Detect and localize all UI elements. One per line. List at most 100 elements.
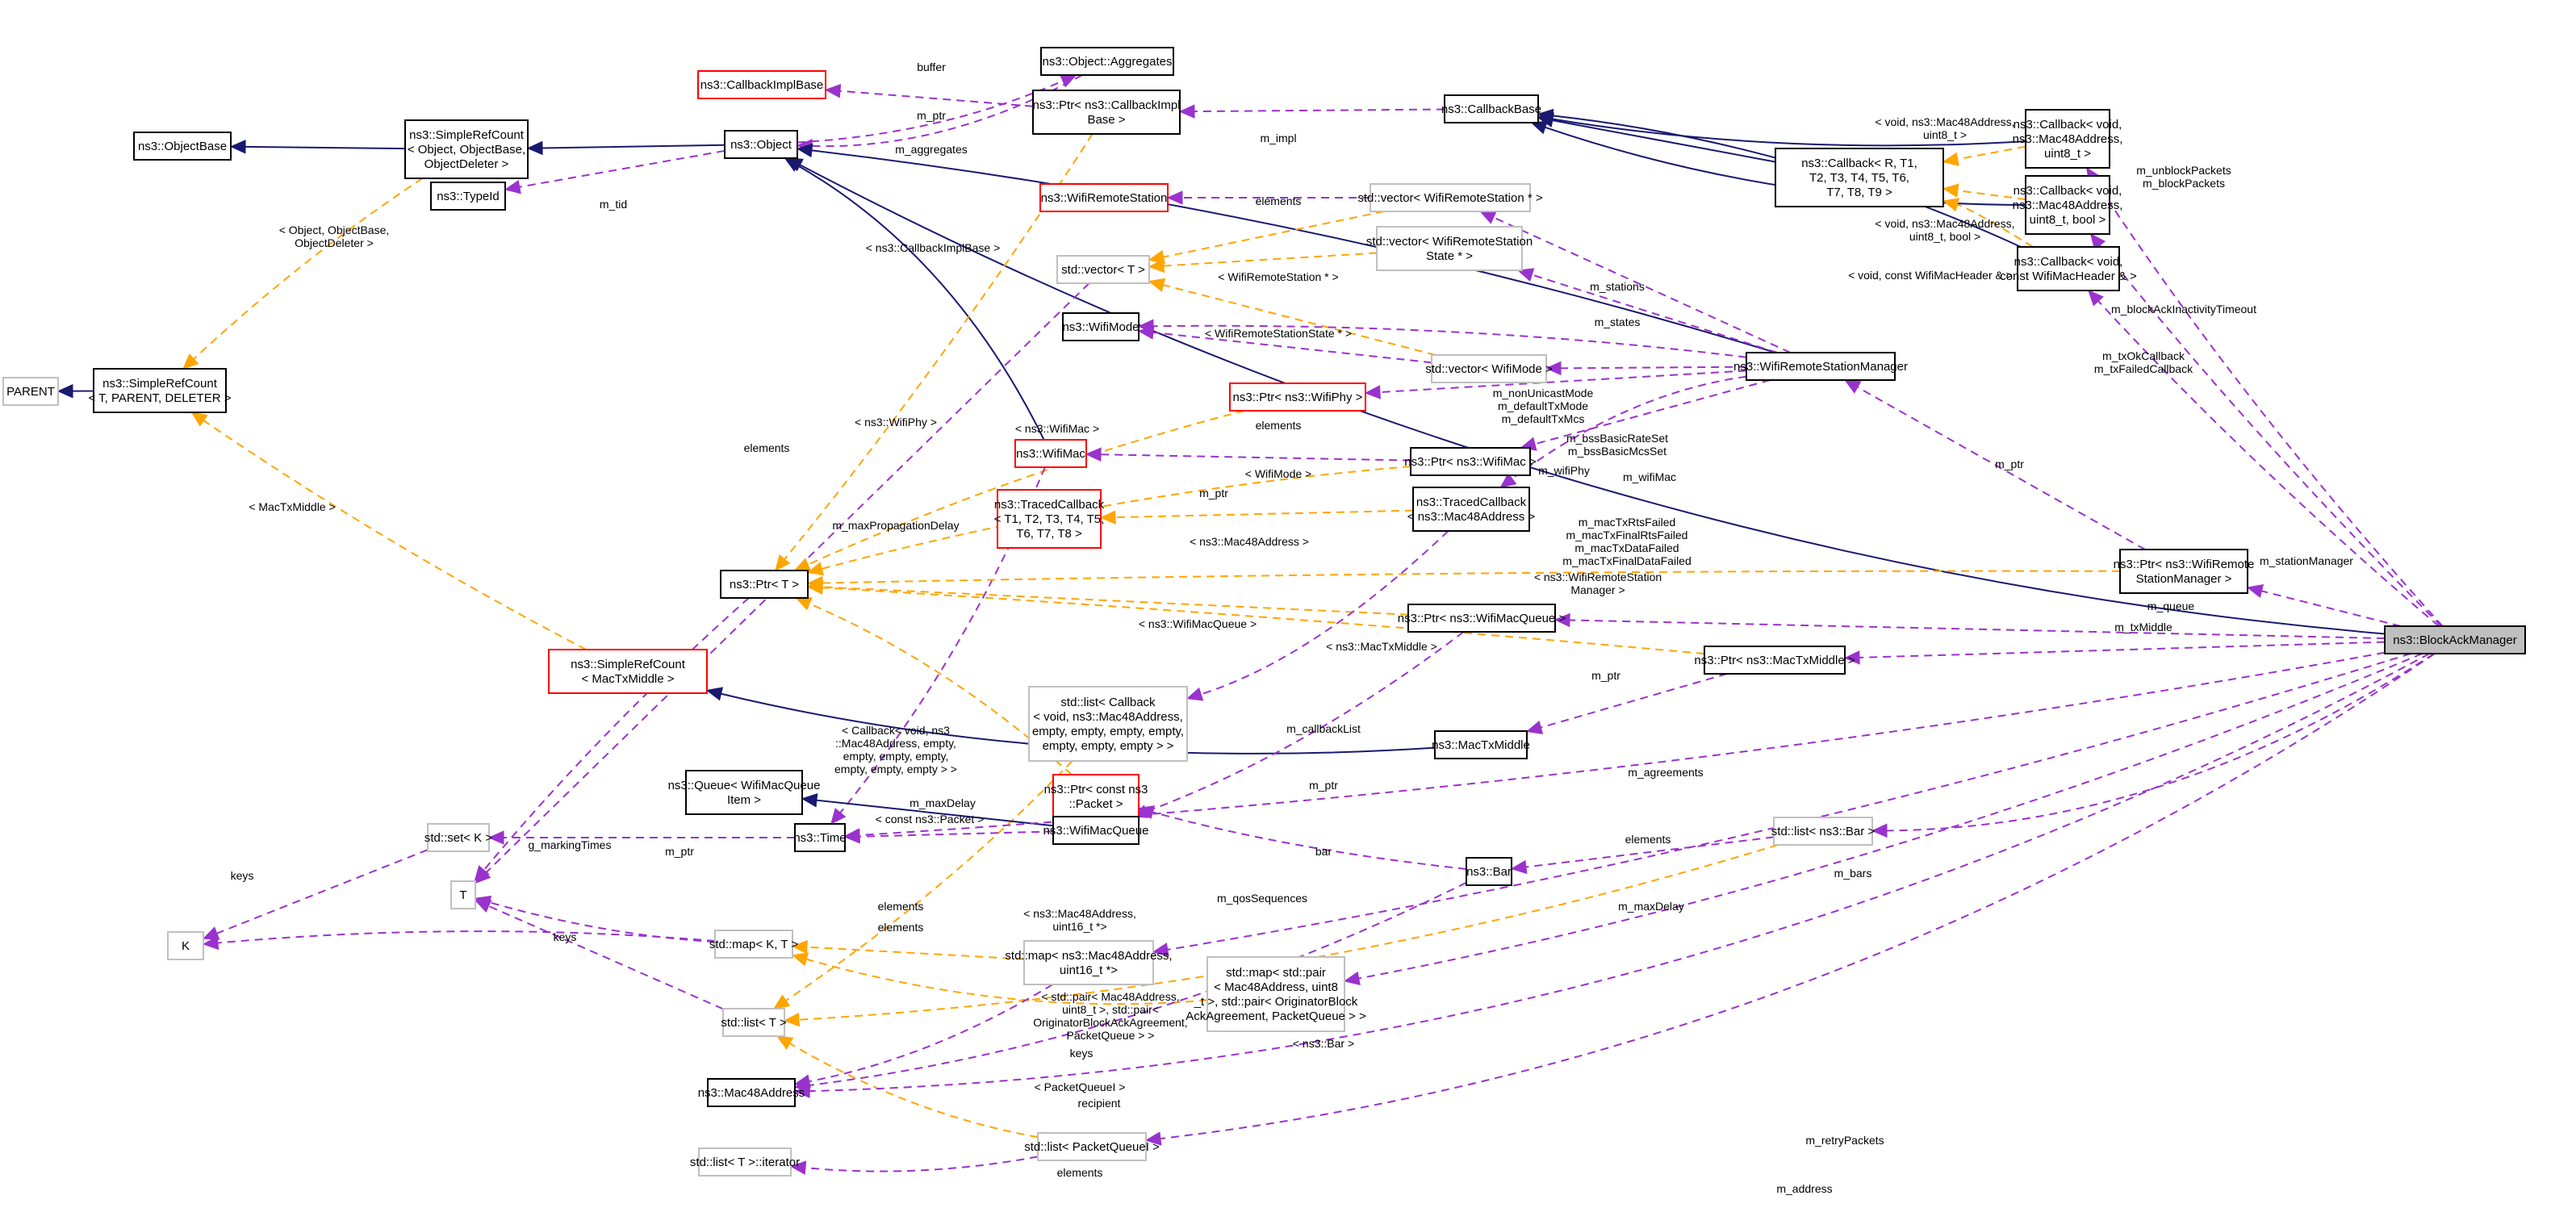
node-ptrmtm[interactable]: ns3::Ptr< ns3::MacTxMiddle > (1694, 646, 1855, 675)
node-box[interactable] (133, 132, 232, 161)
node-wifimode[interactable]: ns3::WifiMode (1062, 312, 1140, 341)
node-tracedcbmac[interactable]: ns3::TracedCallback< ns3::Mac48Address > (1407, 487, 1536, 532)
node-box[interactable] (707, 1078, 796, 1107)
node-mac48address[interactable]: ns3::Mac48Address (698, 1078, 805, 1107)
node-listpq[interactable]: std::list< PacketQueueI > (1024, 1132, 1160, 1161)
node-box[interactable] (2025, 175, 2110, 235)
node-box[interactable] (1444, 94, 1539, 123)
node-parent[interactable]: PARENT (2, 377, 59, 406)
node-cbhdr[interactable]: ns3::Callback< void,const WifiMacHeader … (2000, 246, 2137, 291)
node-listcb[interactable]: std::list< Callback< void, ns3::Mac48Add… (1028, 686, 1188, 762)
node-box[interactable] (1040, 47, 1174, 76)
node-ptrt[interactable]: ns3::Ptr< T > (720, 570, 809, 599)
node-cbmacu8bool[interactable]: ns3::Callback< void,ns3::Mac48Address,ui… (2013, 175, 2123, 235)
node-box[interactable] (1775, 148, 1944, 207)
node-ptrwifimac[interactable]: ns3::Ptr< ns3::WifiMac > (1404, 447, 1537, 476)
node-listt[interactable]: std::list< T > (721, 1008, 787, 1037)
node-blockackmanager[interactable]: ns3::BlockAckManager (2384, 625, 2526, 654)
node-vect[interactable]: std::vector< T > (1056, 255, 1150, 284)
node-objectbase[interactable]: ns3::ObjectBase (133, 132, 232, 161)
node-box[interactable] (1056, 255, 1150, 284)
node-wifimacqueue[interactable]: ns3::WifiMacQueue (1043, 816, 1149, 845)
node-box[interactable] (722, 1008, 785, 1037)
node-box[interactable] (720, 570, 809, 599)
node-box[interactable] (1032, 90, 1181, 135)
node-mappair[interactable]: std::map< std::pair< Mac48Address, uint8… (1186, 956, 1366, 1032)
node-cbmacu8[interactable]: ns3::Callback< void,ns3::Mac48Address,ui… (2013, 109, 2123, 169)
node-mapkt[interactable]: std::map< K, T > (709, 930, 799, 959)
node-box[interactable] (1746, 352, 1896, 381)
node-box[interactable] (685, 770, 803, 815)
node-box[interactable] (2017, 246, 2120, 291)
node-box[interactable] (2025, 109, 2110, 169)
node-mactxmiddle[interactable]: ns3::MacTxMiddle (1432, 730, 1530, 759)
node-box[interactable] (2384, 625, 2526, 654)
node-srct[interactable]: ns3::SimpleRefCount< T, PARENT, DELETER … (88, 368, 232, 413)
node-box[interactable] (1037, 1132, 1147, 1161)
node-ptrwifiphy[interactable]: ns3::Ptr< ns3::WifiPhy > (1229, 382, 1366, 412)
node-box[interactable] (698, 1147, 792, 1177)
node-box[interactable] (450, 880, 476, 909)
node-box[interactable] (1028, 686, 1188, 762)
node-aggregates[interactable]: ns3::Object::Aggregates (1040, 47, 1174, 76)
node-mapmacu16[interactable]: std::map< ns3::Mac48Address,uint16_t *> (1005, 940, 1173, 985)
node-wifimac[interactable]: ns3::WifiMac (1014, 439, 1087, 468)
node-box[interactable] (1434, 730, 1528, 759)
node-box[interactable] (1773, 817, 1873, 846)
node-box[interactable] (794, 823, 846, 852)
node-callbackimplbase[interactable]: ns3::CallbackImplBase (697, 70, 826, 99)
node-box[interactable] (1229, 382, 1366, 412)
node-listbar[interactable]: std::list< ns3::Bar > (1771, 817, 1876, 846)
node-time[interactable]: ns3::Time (793, 823, 847, 852)
node-callbackrt[interactable]: ns3::Callback< R, T1,T2, T3, T4, T5, T6,… (1775, 148, 1944, 207)
node-box[interactable] (167, 931, 204, 960)
node-box[interactable] (1039, 183, 1169, 212)
node-box[interactable] (548, 649, 708, 694)
node-box[interactable] (1052, 816, 1140, 845)
node-box[interactable] (1376, 226, 1523, 271)
node-t[interactable]: T (450, 880, 476, 909)
node-setk[interactable]: std::set< K > (424, 823, 492, 852)
node-box[interactable] (714, 930, 793, 959)
node-box[interactable] (430, 182, 506, 211)
node-bar[interactable]: ns3::Bar (1466, 857, 1512, 886)
node-srcobj[interactable]: ns3::SimpleRefCount< Object, ObjectBase,… (404, 119, 529, 179)
node-box[interactable] (1431, 354, 1547, 383)
node-box[interactable] (1052, 774, 1140, 819)
node-box[interactable] (724, 130, 798, 159)
node-box[interactable] (1370, 183, 1531, 212)
node-vecwrs[interactable]: std::vector< WifiRemoteStation * > (1357, 183, 1543, 212)
node-vecwm[interactable]: std::vector< WifiMode > (1425, 354, 1553, 383)
node-box[interactable] (1410, 447, 1531, 476)
node-box[interactable] (1407, 604, 1556, 633)
node-k[interactable]: K (167, 931, 204, 960)
node-tracedcbt[interactable]: ns3::TracedCallback< T1, T2, T3, T4, T5,… (994, 489, 1105, 549)
node-box[interactable] (1014, 439, 1087, 468)
node-box[interactable] (1062, 312, 1140, 341)
node-callbackbase[interactable]: ns3::CallbackBase (1441, 94, 1541, 123)
node-listtiter[interactable]: std::list< T >::iterator (690, 1147, 800, 1177)
node-typeid[interactable]: ns3::TypeId (430, 182, 506, 211)
node-box[interactable] (1466, 857, 1512, 886)
node-srcmtm[interactable]: ns3::SimpleRefCount< MacTxMiddle > (548, 649, 708, 694)
node-wrsm[interactable]: ns3::WifiRemoteStationManager (1733, 352, 1908, 381)
node-box[interactable] (1023, 940, 1154, 985)
node-box[interactable] (697, 70, 826, 99)
node-box[interactable] (2119, 549, 2248, 594)
node-box[interactable] (404, 119, 529, 179)
node-box[interactable] (2, 377, 59, 406)
node-box[interactable] (997, 489, 1102, 549)
node-box[interactable] (1206, 956, 1345, 1032)
node-box[interactable] (93, 368, 227, 413)
node-box[interactable] (427, 823, 490, 852)
node-wifiremotestation[interactable]: ns3::WifiRemoteStation (1039, 183, 1169, 212)
node-box[interactable] (1412, 487, 1530, 532)
node-ptrwmq[interactable]: ns3::Ptr< ns3::WifiMacQueue > (1398, 604, 1566, 633)
node-box[interactable] (1704, 646, 1846, 675)
node-object[interactable]: ns3::Object (724, 130, 798, 159)
node-ptrpacket[interactable]: ns3::Ptr< const ns3::Packet > (1044, 774, 1148, 819)
